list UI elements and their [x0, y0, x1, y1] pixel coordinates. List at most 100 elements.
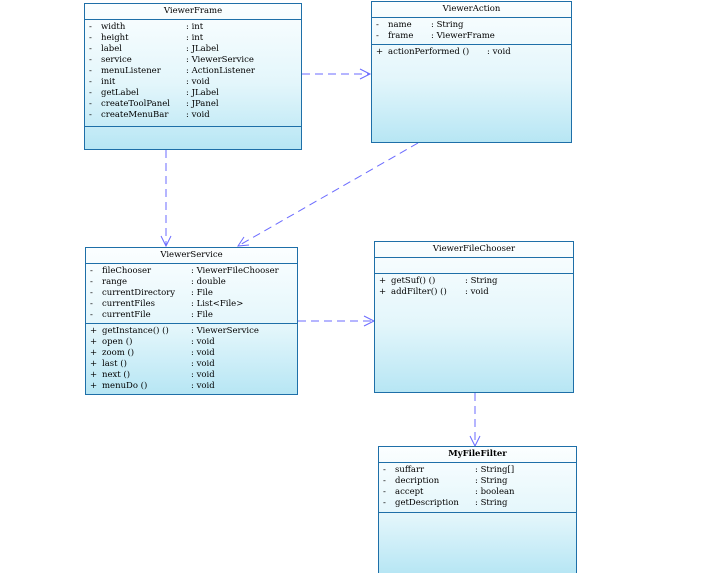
class-my-file-filter[interactable]: MyFileFilter -suffarr: String[]-decripti…	[378, 446, 577, 573]
member-type: : void	[191, 348, 215, 358]
operations-compartment	[85, 127, 301, 130]
member-row: -createMenuBar : void	[85, 110, 301, 121]
member-type: : JLabel	[186, 88, 219, 98]
member-row: -frame: ViewerFrame	[372, 31, 571, 42]
member-visibility: -	[89, 22, 92, 32]
member-visibility: +	[90, 326, 98, 336]
member-row: -currentFiles: List<File>	[86, 299, 297, 310]
member-name: fileChooser	[102, 266, 152, 276]
class-viewer-file-chooser[interactable]: ViewerFileChooser +getSuf() (): String+a…	[374, 241, 574, 393]
member-name: getSuf() ()	[391, 276, 436, 286]
member-row: -init: void	[85, 77, 301, 88]
class-viewer-service[interactable]: ViewerService -fileChooser: ViewerFileCh…	[85, 247, 298, 395]
member-row: +getSuf() (): String	[375, 276, 573, 287]
member-visibility: -	[89, 44, 92, 54]
class-viewer-action[interactable]: ViewerAction -name : String-frame: Viewer…	[371, 1, 572, 143]
member-name: createToolPanel	[101, 99, 170, 109]
member-row: -currentFile: File	[86, 310, 297, 321]
member-visibility: -	[89, 66, 92, 76]
member-row: +last (): void	[86, 359, 297, 370]
class-name: ViewerAction	[372, 2, 571, 18]
operations-compartment: +getSuf() (): String+addFilter() (): voi…	[375, 274, 573, 299]
operations-compartment: +getInstance() (): ViewerService+open ()…	[86, 324, 297, 393]
member-visibility: -	[90, 266, 93, 276]
member-row: -currentDirectory : File	[86, 288, 297, 299]
member-visibility: -	[89, 55, 92, 65]
arrowhead-filter	[469, 435, 481, 448]
class-viewer-frame[interactable]: ViewerFrame -width: int-height: int-labe…	[84, 3, 302, 150]
member-name: width	[101, 22, 126, 32]
operations-compartment	[379, 513, 576, 516]
member-type: : String[]	[475, 465, 515, 475]
member-row: +getInstance() (): ViewerService	[86, 326, 297, 337]
member-visibility: +	[90, 348, 98, 358]
member-visibility: +	[90, 381, 98, 391]
member-visibility: -	[89, 110, 92, 120]
member-row: -range: double	[86, 277, 297, 288]
member-name: currentFile	[102, 310, 151, 320]
member-type: : boolean	[475, 487, 515, 497]
class-name: ViewerFileChooser	[375, 242, 573, 258]
member-name: suffarr	[395, 465, 425, 475]
attributes-compartment: -fileChooser: ViewerFileChooser-range: d…	[86, 264, 297, 324]
member-name: createMenuBar	[101, 110, 169, 120]
member-visibility: +	[90, 337, 98, 347]
member-row: +addFilter() (): void	[375, 287, 573, 298]
member-visibility: -	[383, 476, 386, 486]
member-row: -decription: String	[379, 476, 576, 487]
attributes-compartment: -suffarr: String[]-decription: String-ac…	[379, 463, 576, 513]
member-name: range	[102, 277, 128, 287]
member-name: currentFiles	[102, 299, 156, 309]
member-visibility: -	[89, 33, 92, 43]
member-name: service	[101, 55, 132, 65]
member-type: : File	[191, 310, 213, 320]
member-type: : void	[191, 370, 215, 380]
member-name: name	[388, 20, 412, 30]
member-row: + open () : void	[86, 337, 297, 348]
arrowhead-chooser	[363, 315, 376, 327]
member-visibility: -	[383, 498, 386, 508]
attributes-compartment: -width: int-height: int-label: JLabel-se…	[85, 20, 301, 127]
member-visibility: -	[90, 277, 93, 287]
member-name: last ()	[102, 359, 127, 369]
member-visibility: -	[383, 465, 386, 475]
member-visibility: -	[383, 487, 386, 497]
member-row: -getLabel: JLabel	[85, 88, 301, 99]
member-name: menuDo ()	[102, 381, 148, 391]
member-type: : String	[431, 20, 464, 30]
member-visibility: -	[89, 88, 92, 98]
member-name: menuListener	[101, 66, 161, 76]
member-type: : void	[186, 110, 210, 120]
member-row: -accept : boolean	[379, 487, 576, 498]
member-type: : ViewerFrame	[431, 31, 495, 41]
member-name: accept	[395, 487, 424, 497]
member-name: addFilter() ()	[391, 287, 447, 297]
member-row: -name : String	[372, 20, 571, 31]
member-type: : String	[475, 476, 508, 486]
member-row: -fileChooser: ViewerFileChooser	[86, 266, 297, 277]
class-name: MyFileFilter	[379, 447, 576, 463]
member-name: label	[101, 44, 122, 54]
member-name: getInstance() ()	[102, 326, 169, 336]
member-visibility: -	[376, 20, 379, 30]
member-visibility: -	[376, 31, 379, 41]
member-row: -height: int	[85, 33, 301, 44]
arrowhead-service-from-frame	[160, 235, 172, 248]
member-visibility: +	[90, 359, 98, 369]
member-row: -service: ViewerService	[85, 55, 301, 66]
member-name: init	[101, 77, 116, 87]
member-type: : void	[191, 337, 215, 347]
arrowhead-action	[359, 68, 372, 80]
attributes-compartment	[375, 258, 573, 274]
member-name: actionPerformed ()	[388, 47, 470, 57]
member-row: -getDescription: String	[379, 498, 576, 509]
member-type: : void	[465, 287, 489, 297]
member-visibility: -	[90, 288, 93, 298]
member-type: : File	[191, 288, 213, 298]
member-visibility: -	[90, 299, 93, 309]
member-name: open ()	[102, 337, 133, 347]
member-type: : String	[475, 498, 508, 508]
member-visibility: -	[89, 99, 92, 109]
member-name: currentDirectory	[102, 288, 176, 298]
member-type: : JLabel	[186, 44, 219, 54]
